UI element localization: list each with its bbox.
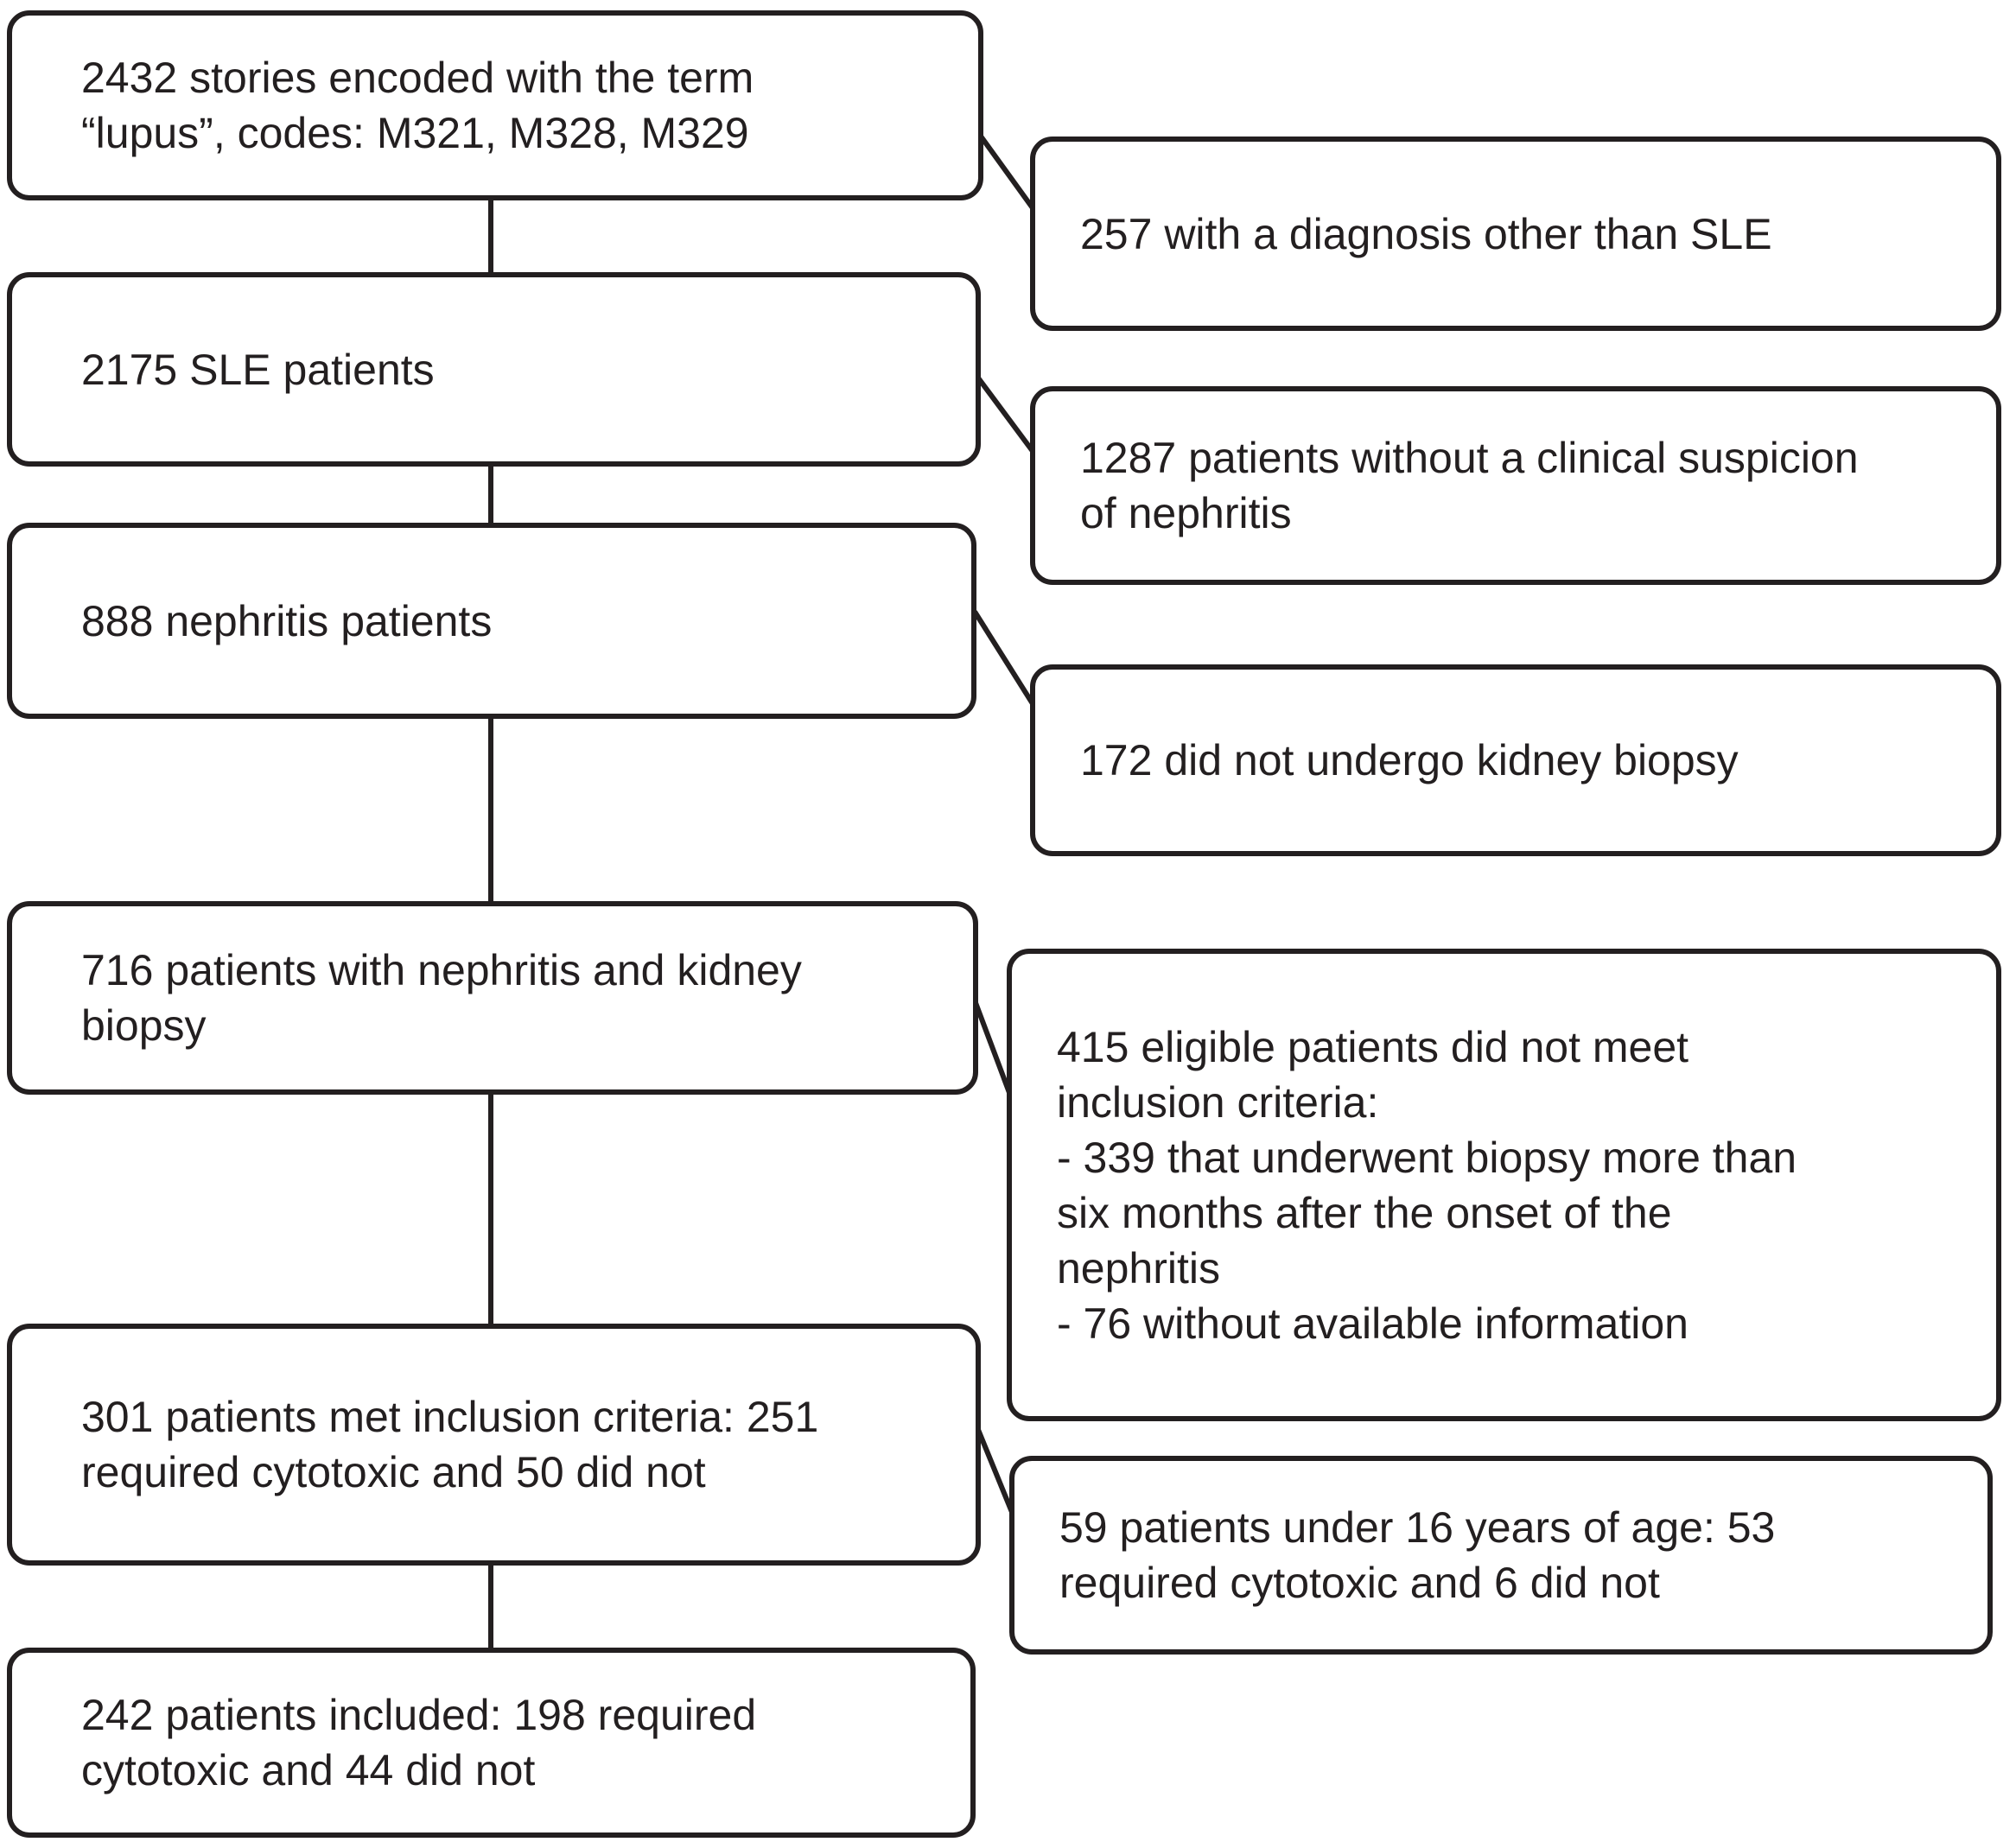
flow-box-text: 2175 SLE patients [81, 345, 435, 394]
flow-box-sle-patients: 2175 SLE patients [7, 272, 981, 467]
exclusion-box-text: - 339 that underwent biopsy more than [1057, 1133, 1797, 1182]
flow-box-text: 301 patients met inclusion criteria: 251 [81, 1393, 819, 1441]
exclusion-box-text: inclusion criteria: [1057, 1077, 1379, 1127]
flow-box-stories-encoded: 2432 stories encoded with the term “lupu… [7, 10, 983, 200]
flow-box-text: 888 nephritis patients [81, 596, 493, 645]
exclusion-box-other-diagnosis: 257 with a diagnosis other than SLE [1030, 137, 2001, 331]
exclusion-box-text: - 76 without available information [1057, 1299, 1688, 1348]
exclusion-box-text: 257 with a diagnosis other than SLE [1080, 209, 1772, 258]
flow-box-text: cytotoxic and 44 did not [81, 1746, 536, 1794]
exclusion-box-no-clinical-suspicion: 1287 patients without a clinical suspici… [1030, 386, 2001, 585]
exclusion-box-text: 172 did not undergo kidney biopsy [1080, 736, 1739, 784]
flow-box-text: “lupus”, codes: M321, M328, M329 [81, 109, 749, 157]
flow-box-text: 2432 stories encoded with the term [81, 54, 754, 102]
flow-box-text: 716 patients with nephritis and kidney [81, 946, 802, 994]
exclusion-box-text: required cytotoxic and 6 did not [1059, 1559, 1660, 1607]
exclusion-box-text: 415 eligible patients did not meet [1057, 1022, 1689, 1071]
exclusion-box-text: of nephritis [1080, 489, 1292, 537]
flow-box-text: biopsy [81, 1001, 207, 1050]
exclusion-box-text: six months after the onset of the [1057, 1188, 1672, 1237]
flow-box-text: 242 patients included: 198 required [81, 1691, 757, 1739]
exclusion-box-text: nephritis [1057, 1243, 1220, 1293]
flow-box-met-inclusion-criteria: 301 patients met inclusion criteria: 251… [7, 1324, 981, 1566]
exclusion-box-under-16-years: 59 patients under 16 years of age: 53 re… [1009, 1456, 1993, 1655]
flow-box-text: required cytotoxic and 50 did not [81, 1448, 706, 1496]
flow-box-patients-included: 242 patients included: 198 required cyto… [7, 1648, 976, 1838]
flow-box-nephritis-and-biopsy: 716 patients with nephritis and kidney b… [7, 901, 978, 1095]
exclusion-box-text: 1287 patients without a clinical suspici… [1080, 434, 1859, 482]
exclusion-box-no-kidney-biopsy: 172 did not undergo kidney biopsy [1030, 664, 2001, 856]
exclusion-box-did-not-meet-criteria: 415 eligible patients did not meet inclu… [1007, 949, 2001, 1421]
exclusion-box-text: 59 patients under 16 years of age: 53 [1059, 1503, 1776, 1552]
flow-box-nephritis-patients: 888 nephritis patients [7, 523, 976, 719]
